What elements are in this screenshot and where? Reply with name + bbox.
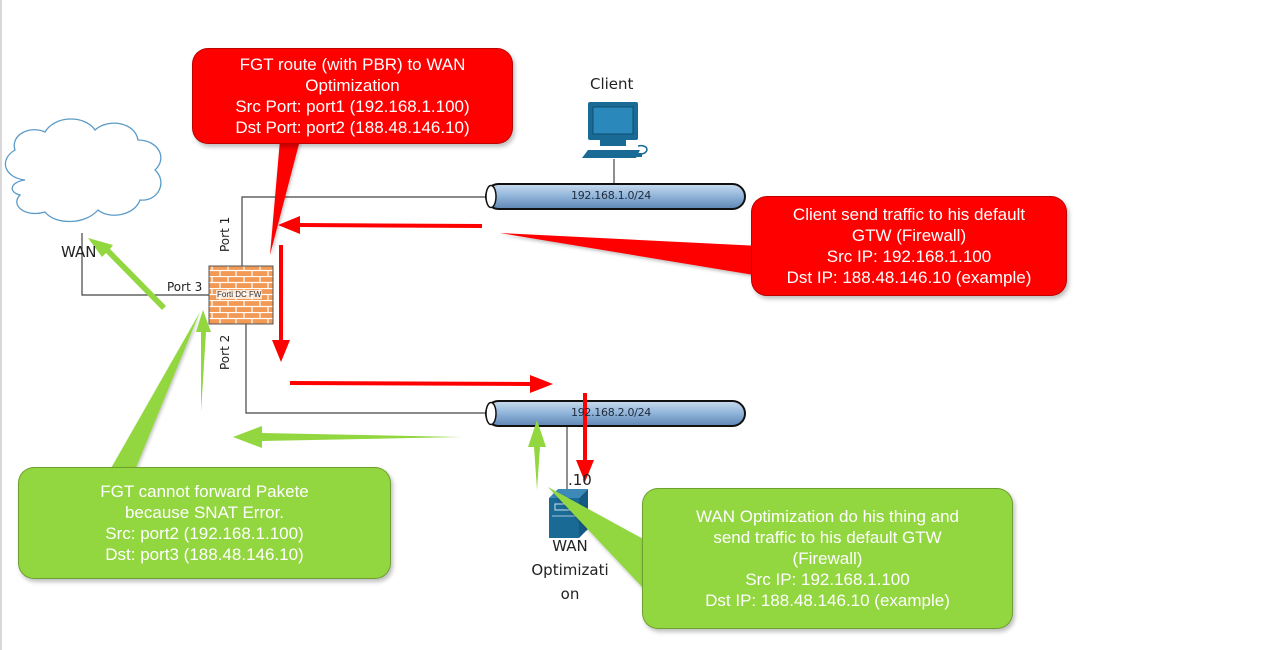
link-port1-lan1: [241, 196, 490, 266]
callout-line: Client send traffic to his default: [792, 205, 1026, 224]
callout-line: Optimization: [305, 76, 400, 95]
arrow-client-to-fw: [278, 216, 483, 234]
callout-line: Dst Port: port2 (188.48.146.10): [235, 118, 470, 137]
link-port2-lan2: [245, 324, 490, 414]
callout-line: Src IP: 192.168.1.100: [745, 570, 910, 589]
callout-tail-fgt-error: [110, 312, 200, 470]
return-path-arrows: [88, 238, 546, 490]
callout-tail-wanopt-send: [548, 487, 645, 590]
callout-line: because SNAT Error.: [124, 503, 285, 522]
firewall-label: Forti DC FW: [216, 290, 263, 299]
callout-fgt-error: FGT cannot forward Pakete because SNAT E…: [18, 467, 391, 579]
link-port3-wan: [81, 233, 209, 296]
callout-line: FGT route (with PBR) to WAN: [239, 55, 466, 74]
wanopt-address-label: .10: [568, 471, 592, 489]
forward-path-arrows: [272, 216, 594, 482]
callout-tail-client-send: [500, 233, 760, 276]
callout-line: WAN Optimization do his thing and: [696, 507, 959, 526]
arrow-wanopt-up: [528, 420, 546, 490]
callout-line: FGT cannot forward Pakete: [100, 482, 309, 501]
callout-line: Dst IP: 188.48.146.10 (example): [705, 591, 950, 610]
callout-line: send traffic to his default GTW: [713, 528, 942, 547]
arrow-lan2-to-fw: [233, 426, 461, 448]
callout-line: Dst: port3 (188.48.146.10): [105, 545, 304, 564]
callout-line: Src: port2 (192.168.1.100): [105, 524, 304, 543]
wan-cloud-label: WAN: [61, 243, 97, 261]
arrow-fw-down: [272, 245, 290, 362]
callout-client-send: Client send traffic to his default GTW (…: [751, 196, 1067, 296]
callout-line: Dst IP: 188.48.146.10 (example): [786, 268, 1032, 287]
arrow-fw-up: [196, 310, 211, 412]
arrow-fw-to-wan: [88, 238, 166, 310]
callout-line: Src Port: port1 (192.168.1.100): [235, 97, 470, 116]
wan-optimization-label: WAN Optimizati on: [520, 534, 620, 606]
port2-label: Port 2: [218, 334, 232, 370]
network-tube-lan2: [485, 400, 746, 427]
client-computer-icon: [582, 102, 648, 158]
callout-tail-fgt-route: [270, 140, 300, 255]
network-label-lan2: 192.168.2.0/24: [571, 406, 651, 419]
arrow-lan2-to-wanopt: [576, 393, 594, 482]
network-tube-lan1: [485, 183, 746, 210]
port1-label: Port 1: [218, 216, 232, 252]
callout-line: (Firewall): [792, 549, 863, 568]
window-left-border: [0, 0, 2, 650]
callout-fgt-route: FGT route (with PBR) to WAN Optimization…: [192, 48, 513, 144]
port3-label: Port 3: [167, 280, 203, 294]
network-label-lan1: 192.168.1.0/24: [571, 189, 651, 202]
wan-cloud-icon: [4, 118, 162, 223]
callout-line: GTW (Firewall): [851, 226, 967, 245]
wanopt-label-line: Optimizati: [531, 561, 609, 579]
client-label: Client: [590, 75, 634, 93]
arrow-fw-to-lan2: [289, 375, 553, 393]
wanopt-label-line: on: [560, 585, 580, 603]
wanopt-label-line: WAN: [552, 537, 588, 555]
callout-wanopt-send: WAN Optimization do his thing and send t…: [642, 488, 1013, 629]
callout-line: Src IP: 192.168.1.100: [826, 247, 992, 266]
